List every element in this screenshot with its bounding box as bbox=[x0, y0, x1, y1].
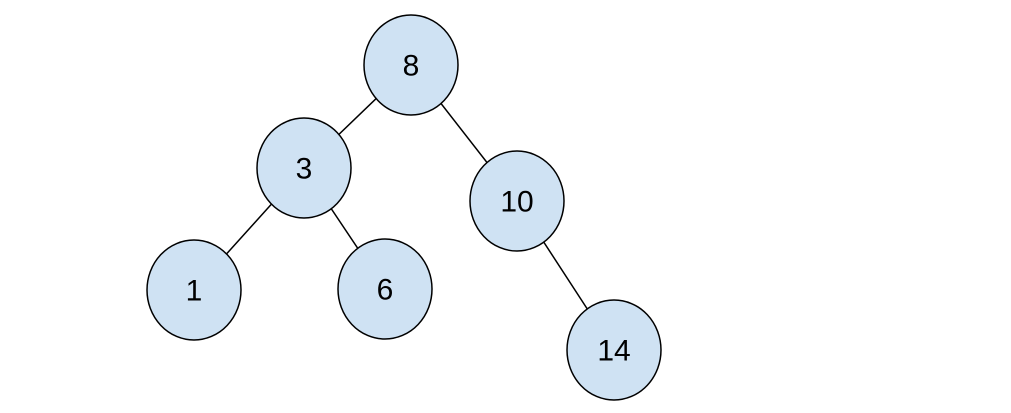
tree-node-14[interactable]: 14 bbox=[566, 299, 662, 401]
tree-node-1[interactable]: 1 bbox=[146, 239, 242, 341]
tree-node-circle-6[interactable] bbox=[337, 238, 433, 340]
tree-node-8[interactable]: 8 bbox=[363, 14, 459, 116]
tree-node-circle-14[interactable] bbox=[566, 299, 662, 401]
tree-node-circle-1[interactable] bbox=[146, 239, 242, 341]
tree-node-circle-8[interactable] bbox=[363, 14, 459, 116]
tree-node-circle-10[interactable] bbox=[469, 150, 565, 252]
tree-node-6[interactable]: 6 bbox=[337, 238, 433, 340]
tree-node-10[interactable]: 10 bbox=[469, 150, 565, 252]
tree-node-3[interactable]: 3 bbox=[256, 117, 352, 219]
tree-node-circle-3[interactable] bbox=[256, 117, 352, 219]
